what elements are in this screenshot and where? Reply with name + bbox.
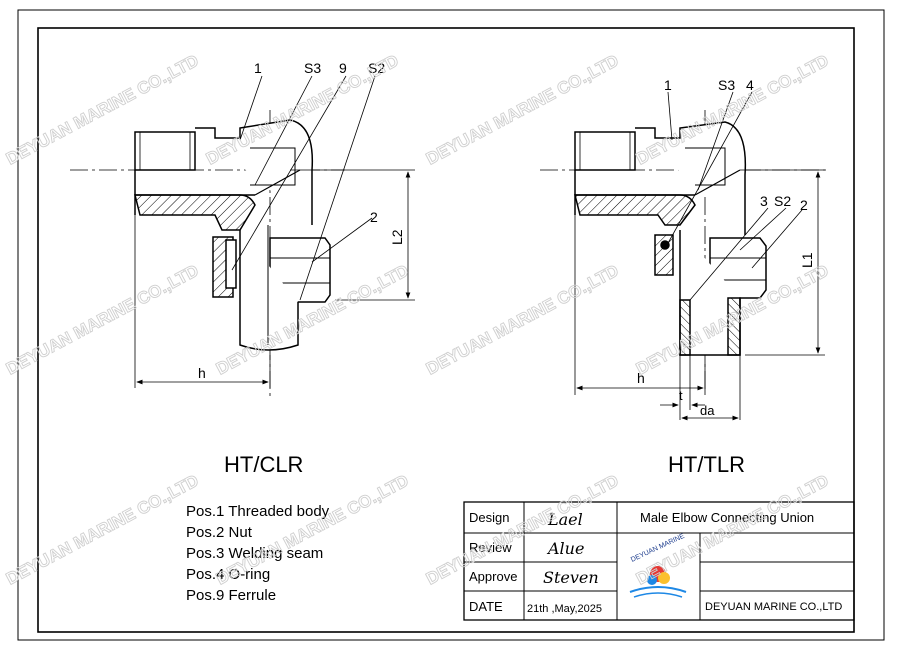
approve-label: Approve <box>469 569 517 584</box>
left-callout-s3: S3 <box>304 60 321 76</box>
right-callout-3: 3 <box>760 193 768 209</box>
watermark: DEYUAN MARINE CO.,LTD <box>423 261 622 379</box>
right-dim-l1: L1 <box>799 252 815 268</box>
watermark: DEYUAN MARINE CO.,LTD <box>633 471 832 589</box>
left-view-dimensions <box>134 75 415 388</box>
company-name: DEYUAN MARINE CO.,LTD <box>705 601 842 613</box>
review-signature: Alue <box>546 539 584 558</box>
right-callout-2: 2 <box>800 197 808 213</box>
right-dim-h: h <box>637 370 645 386</box>
left-callout-s2: S2 <box>368 60 385 76</box>
right-callout-1: 1 <box>664 77 672 93</box>
date-label: DATE <box>469 599 503 614</box>
title-block-text: Design Review Approve DATE Lael Alue Ste… <box>469 510 842 615</box>
right-dim-t: t <box>679 388 683 403</box>
left-dim-l2: L2 <box>389 229 405 245</box>
left-view-title: HT/CLR <box>224 452 303 477</box>
right-view-drawing <box>540 110 830 390</box>
legend-item: Pos.1 Threaded body <box>186 503 330 520</box>
legend-item: Pos.9 Ferrule <box>186 587 276 604</box>
right-callout-4: 4 <box>746 77 754 93</box>
right-view-dimensions <box>574 91 825 421</box>
right-callout-s2: S2 <box>774 193 791 209</box>
title-block <box>463 501 855 621</box>
part-name: Male Elbow Connecting Union <box>640 510 814 525</box>
watermark: DEYUAN MARINE CO.,LTD <box>3 261 202 379</box>
legend-item: Pos.3 Welding seam <box>186 545 323 562</box>
outer-frame <box>17 9 885 641</box>
watermark: DEYUAN MARINE CO.,LTD <box>3 471 202 589</box>
left-callout-2: 2 <box>370 209 378 225</box>
review-label: Review <box>469 540 512 555</box>
legend-item: Pos.2 Nut <box>186 524 253 541</box>
right-view-labels: 1 S3 4 3 S2 2 L1 h t da HT/TLR <box>637 77 815 477</box>
right-dim-da: da <box>700 403 715 418</box>
date-value: 21th ,May,2025 <box>527 603 602 615</box>
design-signature: Lael <box>547 510 583 529</box>
legend-item: Pos.4 O-ring <box>186 566 270 583</box>
design-label: Design <box>469 510 509 525</box>
left-dim-h: h <box>198 365 206 381</box>
right-view-title: HT/TLR <box>668 452 745 477</box>
position-legend: Pos.1 Threaded body Pos.2 Nut Pos.3 Weld… <box>186 503 330 604</box>
right-callout-s3: S3 <box>718 77 735 93</box>
inner-frame <box>37 27 855 633</box>
left-view-drawing <box>70 110 345 400</box>
left-callout-9: 9 <box>339 60 347 76</box>
left-view-labels: 1 S3 9 S2 2 L2 h HT/CLR <box>198 60 405 477</box>
approve-signature: Steven <box>543 568 599 587</box>
left-callout-1: 1 <box>254 60 262 76</box>
